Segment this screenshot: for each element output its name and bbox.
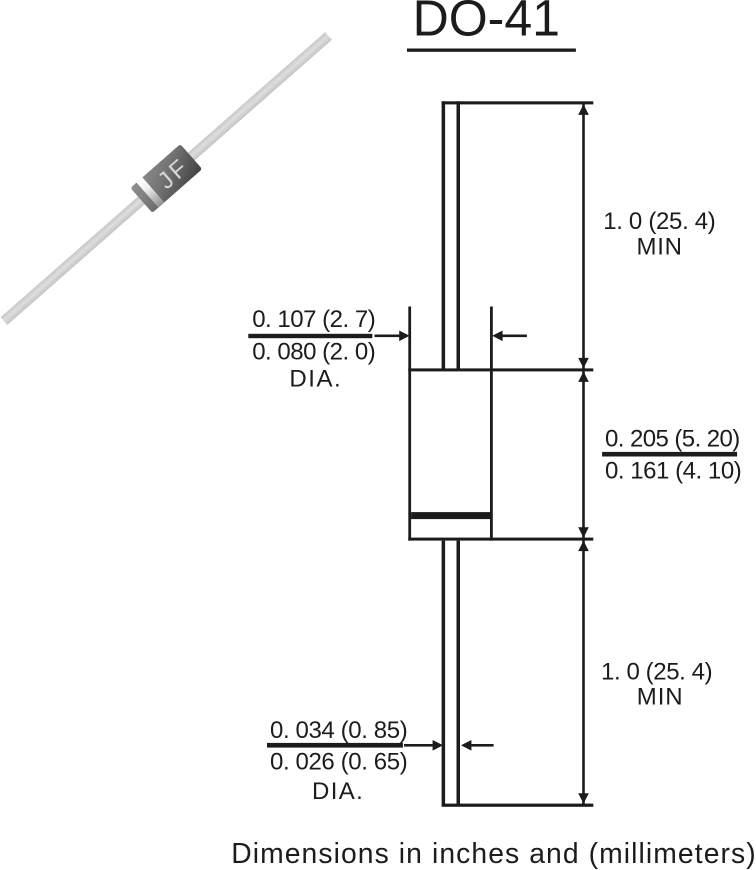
svg-text:Dimensions in inches and (mill: Dimensions in inches and (millimeters) (231, 837, 756, 869)
svg-text:0. 107 (2. 7): 0. 107 (2. 7) (252, 306, 376, 333)
svg-text:DIA.: DIA. (289, 366, 340, 393)
svg-text:MIN: MIN (637, 234, 683, 261)
svg-text:0. 161 (4. 10): 0. 161 (4. 10) (605, 458, 742, 485)
svg-text:DIA.: DIA. (312, 778, 363, 805)
svg-text:0. 205 (5. 20): 0. 205 (5. 20) (605, 425, 740, 452)
svg-text:MIN: MIN (637, 684, 683, 711)
svg-text:0. 026 (0. 65): 0. 026 (0. 65) (270, 749, 408, 776)
svg-text:1. 0 (25. 4): 1. 0 (25. 4) (603, 208, 716, 235)
svg-text:DO-41: DO-41 (413, 0, 560, 47)
svg-text:0. 034 (0. 85): 0. 034 (0. 85) (270, 717, 408, 744)
svg-text:1. 0 (25. 4): 1. 0 (25. 4) (601, 659, 713, 686)
svg-text:0. 080 (2. 0): 0. 080 (2. 0) (252, 339, 376, 366)
